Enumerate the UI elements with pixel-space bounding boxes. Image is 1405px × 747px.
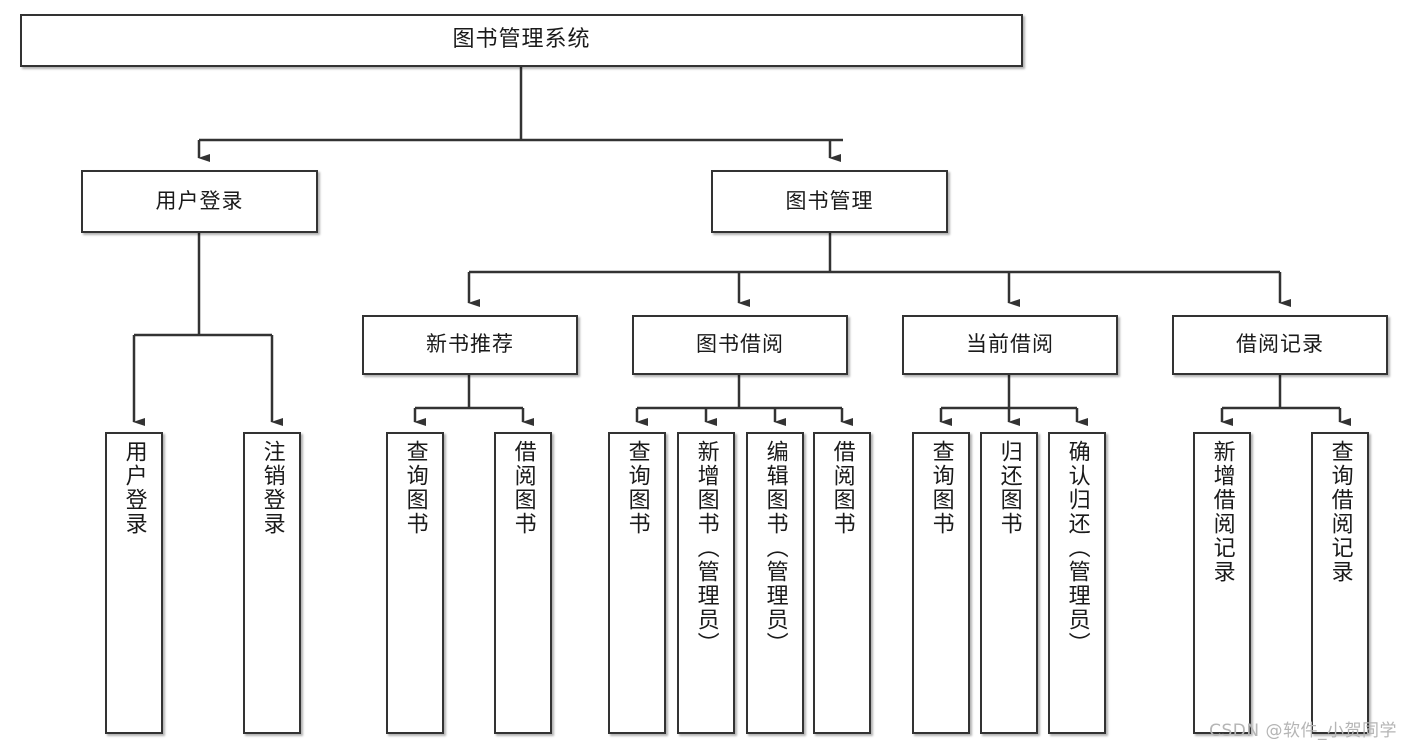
leaf-label: 确认归还（管理员） <box>1064 440 1090 656</box>
leaf-label: 查询图书 <box>402 440 428 536</box>
leaf-label: 新增借阅记录 <box>1209 440 1235 584</box>
node-borrow-record[interactable]: 借阅记录 <box>1172 315 1388 375</box>
leaf-label: 用户登录 <box>121 440 147 536</box>
leaf-current-confirm-return-admin[interactable]: 确认归还（管理员） <box>1048 432 1106 734</box>
node-root[interactable]: 图书管理系统 <box>20 14 1023 67</box>
leaf-label: 编辑图书（管理员） <box>762 440 788 656</box>
leaf-borrow-edit-book-admin[interactable]: 编辑图书（管理员） <box>746 432 804 734</box>
leaf-borrow-borrow-book[interactable]: 借阅图书 <box>813 432 871 734</box>
node-new-book-recommend[interactable]: 新书推荐 <box>362 315 578 375</box>
leaf-current-query-book[interactable]: 查询图书 <box>912 432 970 734</box>
leaf-label: 借阅图书 <box>510 440 536 536</box>
leaf-user-login[interactable]: 用户登录 <box>105 432 163 734</box>
leaf-label: 查询图书 <box>624 440 650 536</box>
csdn-watermark: CSDN @软件_小贺同学 <box>1209 721 1397 741</box>
leaf-newbook-query-book[interactable]: 查询图书 <box>386 432 444 734</box>
leaf-borrow-add-book-admin[interactable]: 新增图书（管理员） <box>677 432 735 734</box>
leaf-label: 归还图书 <box>996 440 1022 536</box>
node-book-borrow[interactable]: 图书借阅 <box>632 315 848 375</box>
leaf-borrow-query-book[interactable]: 查询图书 <box>608 432 666 734</box>
leaf-label: 新增图书（管理员） <box>693 440 719 656</box>
leaf-newbook-borrow-book[interactable]: 借阅图书 <box>494 432 552 734</box>
node-current-borrow[interactable]: 当前借阅 <box>902 315 1118 375</box>
leaf-current-return-book[interactable]: 归还图书 <box>980 432 1038 734</box>
leaf-label: 查询图书 <box>928 440 954 536</box>
leaf-label: 注销登录 <box>259 440 285 536</box>
leaf-label: 查询借阅记录 <box>1327 440 1353 584</box>
leaf-record-query-record[interactable]: 查询借阅记录 <box>1311 432 1369 734</box>
node-user-login[interactable]: 用户登录 <box>81 170 318 233</box>
leaf-logout[interactable]: 注销登录 <box>243 432 301 734</box>
leaf-record-add-record[interactable]: 新增借阅记录 <box>1193 432 1251 734</box>
leaf-label: 借阅图书 <box>829 440 855 536</box>
node-book-management[interactable]: 图书管理 <box>711 170 948 233</box>
